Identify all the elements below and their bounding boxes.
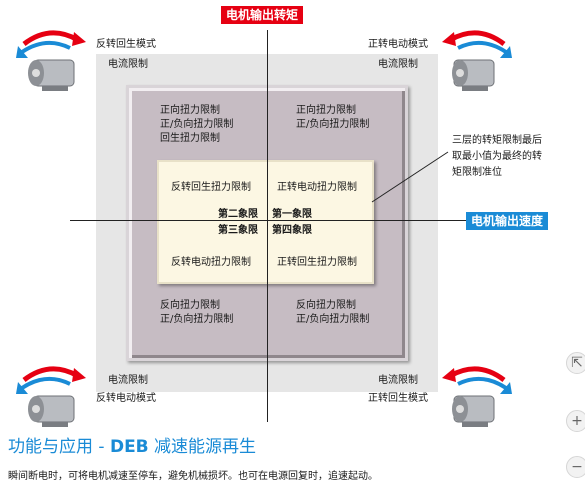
torque-axis-label: 电机输出转矩 — [221, 6, 304, 24]
quadrant-3-label: 第三象限 — [218, 225, 258, 236]
inner-q1-label: 正转电动扭力限制 — [277, 182, 357, 193]
share-button[interactable]: ⇱ — [566, 352, 585, 374]
mid-q2-line-3: 回生扭力限制 — [160, 133, 220, 144]
speed-axis — [70, 220, 468, 221]
section-description: 瞬间断电时，可将电机减速至停车，避免机械损坏。也可在电源回复时，追速起动。 — [8, 471, 378, 482]
inner-q2-label: 反转回生扭力限制 — [171, 182, 251, 193]
mid-q3-line-2: 正/负向扭力限制 — [160, 314, 234, 325]
section-title-suffix: 减速能源再生 — [148, 437, 257, 457]
top-right-mode: 正转电动模式 — [368, 39, 428, 50]
quadrant-2-label: 第二象限 — [218, 209, 258, 220]
top-left-mode: 反转回生模式 — [96, 39, 156, 50]
motor-top-left-icon — [16, 30, 86, 91]
quadrant-1-label: 第一象限 — [272, 209, 312, 220]
bottom-right-mode: 正转回生模式 — [368, 393, 428, 404]
note-line-2: 取最小值为最终的转 — [452, 151, 542, 162]
quadrant-4-label: 第四象限 — [272, 225, 312, 236]
section-title-deb: DEB — [109, 437, 149, 457]
top-right-limit: 电流限制 — [378, 59, 418, 70]
top-left-limit: 电流限制 — [108, 59, 148, 70]
torque-axis — [267, 30, 268, 422]
mid-q1-line-2: 正/负向扭力限制 — [296, 119, 370, 130]
inner-q4-label: 正转回生扭力限制 — [277, 257, 357, 268]
bottom-left-mode: 反转电动模式 — [96, 393, 156, 404]
section-title-prefix: 功能与应用 - — [8, 437, 110, 457]
section-title: 功能与应用 - DEB 减速能源再生 — [8, 436, 256, 458]
bottom-right-limit: 电流限制 — [378, 375, 418, 386]
motor-top-right-icon — [442, 30, 512, 91]
note-line-3: 矩限制准位 — [452, 167, 502, 178]
note-pointer-line — [371, 151, 449, 203]
mid-q2-line-1: 正向扭力限制 — [160, 105, 220, 116]
note-line-1: 三层的转矩限制最后 — [452, 135, 542, 146]
motor-bottom-right-icon — [442, 366, 512, 427]
zoom-in-button[interactable]: + — [566, 410, 585, 432]
mid-q4-line-1: 反向扭力限制 — [296, 300, 356, 311]
inner-q3-label: 反转电动扭力限制 — [171, 257, 251, 268]
zoom-out-button[interactable]: − — [566, 456, 585, 478]
mid-q1-line-1: 正向扭力限制 — [296, 105, 356, 116]
mid-q3-line-1: 反向扭力限制 — [160, 300, 220, 311]
mid-q4-line-2: 正/负向扭力限制 — [296, 314, 370, 325]
motor-bottom-left-icon — [16, 366, 86, 427]
mode-torque-limit-region — [157, 160, 374, 284]
mid-q2-line-2: 正/负向扭力限制 — [160, 119, 234, 130]
speed-axis-label: 电机输出速度 — [466, 212, 549, 230]
bottom-left-limit: 电流限制 — [108, 375, 148, 386]
